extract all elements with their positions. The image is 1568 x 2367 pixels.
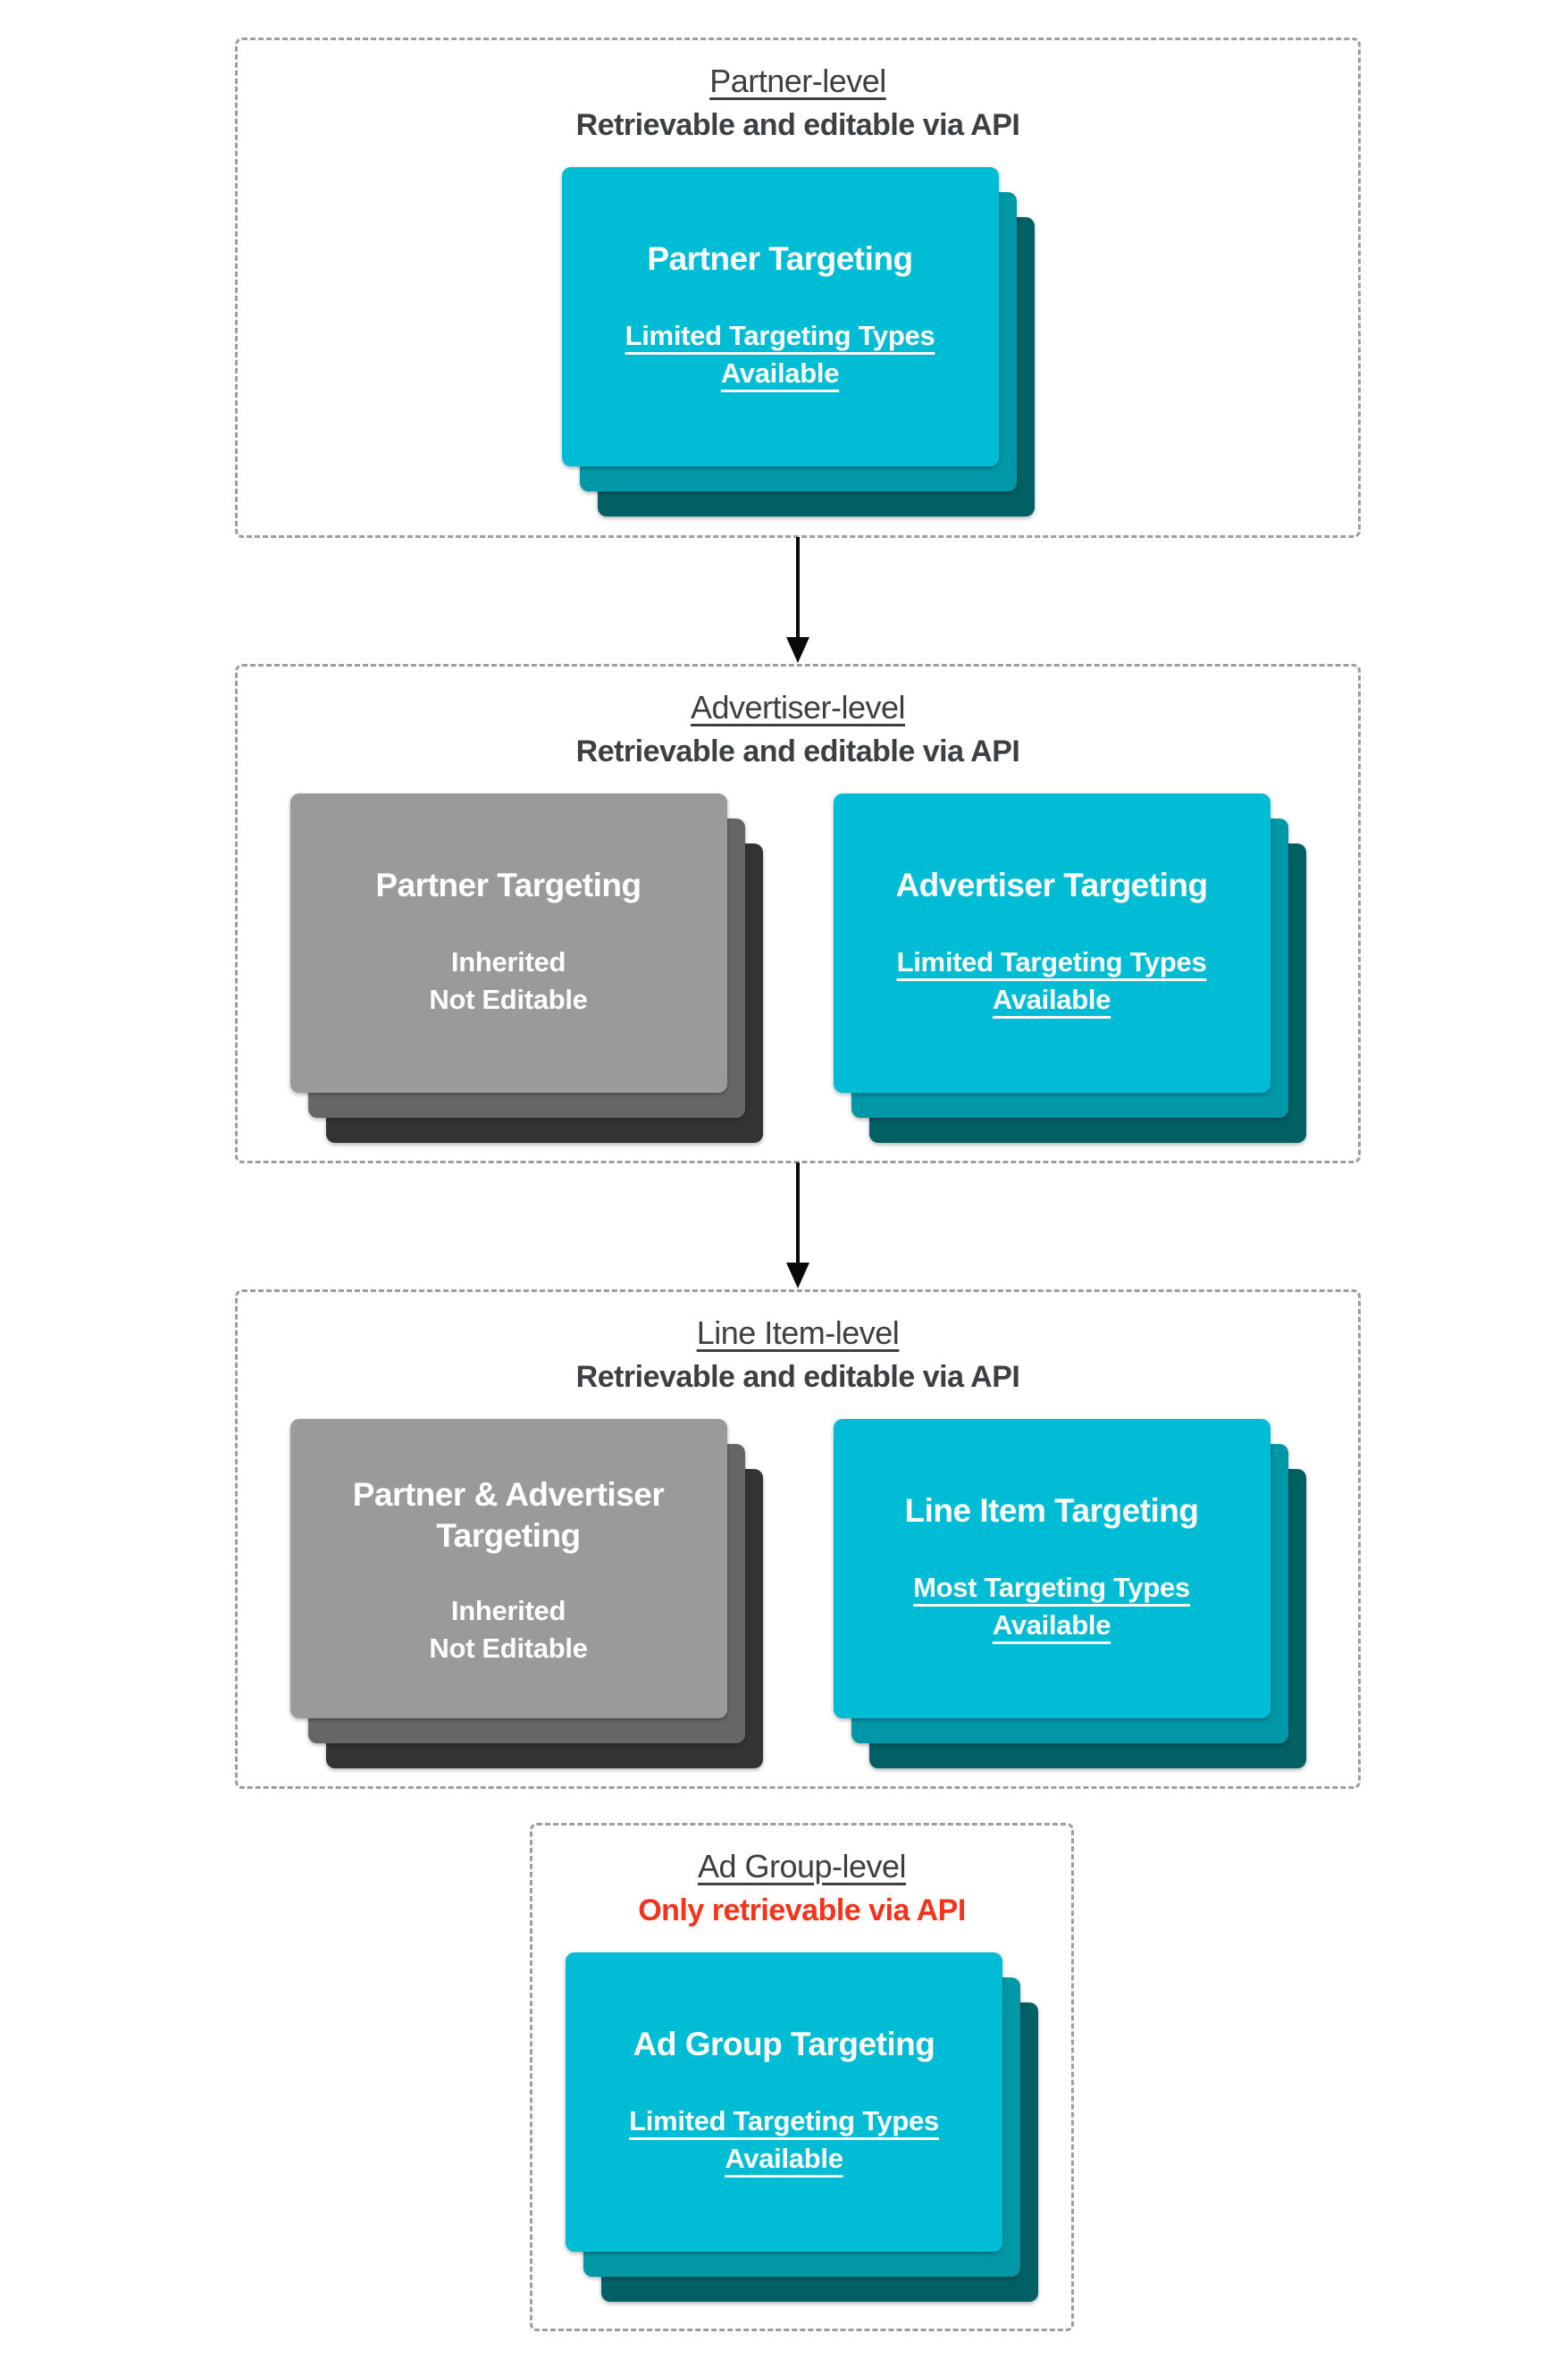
card-body-line: Inherited bbox=[450, 946, 566, 978]
section-subtitle: Retrievable and editable via API bbox=[575, 734, 1020, 768]
section-title: Line Item-level bbox=[696, 1314, 900, 1351]
card-title-line: Partner & Advertiser bbox=[352, 1476, 665, 1513]
card-title: Ad Group Targeting bbox=[633, 2024, 935, 2065]
card-front: Advertiser Targeting Limited Targeting T… bbox=[833, 793, 1270, 1093]
advertiser-level-section: Advertiser-level Retrievable and editabl… bbox=[235, 664, 1361, 1163]
card-body: Limited Targeting Types Available bbox=[625, 317, 935, 392]
partner-level-section: Partner-level Retrievable and editable v… bbox=[235, 38, 1361, 538]
card-body: Inherited Not Editable bbox=[429, 1592, 588, 1667]
section-title: Advertiser-level bbox=[690, 689, 906, 726]
card-body-line: Inherited bbox=[450, 1595, 566, 1626]
cards-row: Partner Targeting Inherited Not Editable… bbox=[238, 793, 1358, 1143]
section-subtitle: Only retrievable via API bbox=[638, 1893, 966, 1927]
card-front: Partner Targeting Limited Targeting Type… bbox=[561, 167, 999, 466]
arrow-shaft bbox=[796, 537, 800, 637]
card-title: Advertiser Targeting bbox=[895, 865, 1208, 906]
cards-row: Partner & Advertiser Targeting Inherited… bbox=[238, 1419, 1358, 1768]
card-body-line: Limited Targeting Types bbox=[625, 320, 935, 351]
card-title: Line Item Targeting bbox=[904, 1490, 1199, 1532]
card-body-line: Available bbox=[720, 357, 840, 389]
card-body-line: Limited Targeting Types bbox=[629, 2105, 939, 2136]
card-title-line: Advertiser Targeting bbox=[895, 867, 1208, 903]
card-title: Partner Targeting bbox=[647, 239, 913, 280]
down-arrow-connector bbox=[778, 537, 818, 663]
line-item-level-section: Line Item-level Retrievable and editable… bbox=[235, 1289, 1361, 1789]
section-title: Partner-level bbox=[709, 63, 886, 99]
inherited-partner-advertiser-targeting-card-stack: Partner & Advertiser Targeting Inherited… bbox=[289, 1419, 763, 1768]
advertiser-targeting-card-stack: Advertiser Targeting Limited Targeting T… bbox=[833, 793, 1306, 1143]
card-body-line: Available bbox=[992, 984, 1111, 1015]
card-title-line: Line Item Targeting bbox=[904, 1492, 1199, 1529]
card-title-line: Partner Targeting bbox=[647, 240, 913, 277]
card-body: Limited Targeting Types Available bbox=[629, 2103, 939, 2178]
section-subtitle: Retrievable and editable via API bbox=[575, 108, 1020, 142]
down-arrow-connector bbox=[778, 1163, 818, 1288]
card-title: Partner Targeting bbox=[375, 865, 641, 906]
card-body-line: Limited Targeting Types bbox=[896, 946, 1207, 978]
card-front: Partner & Advertiser Targeting Inherited… bbox=[289, 1419, 727, 1718]
card-body: Inherited Not Editable bbox=[429, 944, 588, 1019]
inherited-partner-targeting-card-stack: Partner Targeting Inherited Not Editable bbox=[289, 793, 763, 1143]
card-body-line: Not Editable bbox=[429, 984, 588, 1015]
card-front: Line Item Targeting Most Targeting Types… bbox=[833, 1419, 1270, 1718]
partner-targeting-card-stack: Partner Targeting Limited Targeting Type… bbox=[561, 167, 1035, 516]
card-title-line: Ad Group Targeting bbox=[633, 2026, 935, 2062]
card-title-line: Targeting bbox=[436, 1517, 581, 1554]
cards-row: Partner Targeting Limited Targeting Type… bbox=[238, 167, 1358, 516]
arrow-head-icon bbox=[786, 637, 809, 663]
line-item-targeting-card-stack: Line Item Targeting Most Targeting Types… bbox=[833, 1419, 1306, 1768]
card-front: Ad Group Targeting Limited Targeting Typ… bbox=[566, 1952, 1002, 2252]
card-body-line: Available bbox=[992, 1609, 1111, 1641]
card-body: Limited Targeting Types Available bbox=[897, 944, 1207, 1019]
card-body-line: Not Editable bbox=[429, 1633, 588, 1664]
arrow-head-icon bbox=[786, 1263, 809, 1288]
card-body: Most Targeting Types Available bbox=[913, 1569, 1190, 1644]
cards-row: Ad Group Targeting Limited Targeting Typ… bbox=[532, 1952, 1071, 2302]
arrow-shaft bbox=[796, 1163, 800, 1263]
card-body-line: Most Targeting Types bbox=[913, 1572, 1190, 1603]
section-subtitle: Retrievable and editable via API bbox=[575, 1360, 1020, 1394]
card-title-line: Partner Targeting bbox=[375, 867, 641, 903]
card-body-line: Available bbox=[725, 2143, 843, 2174]
section-title: Ad Group-level bbox=[697, 1848, 907, 1884]
card-front: Partner Targeting Inherited Not Editable bbox=[289, 793, 727, 1093]
ad-group-targeting-card-stack: Ad Group Targeting Limited Targeting Typ… bbox=[566, 1952, 1038, 2302]
card-title: Partner & Advertiser Targeting bbox=[353, 1474, 665, 1557]
ad-group-level-section: Ad Group-level Only retrievable via API … bbox=[530, 1823, 1074, 2331]
